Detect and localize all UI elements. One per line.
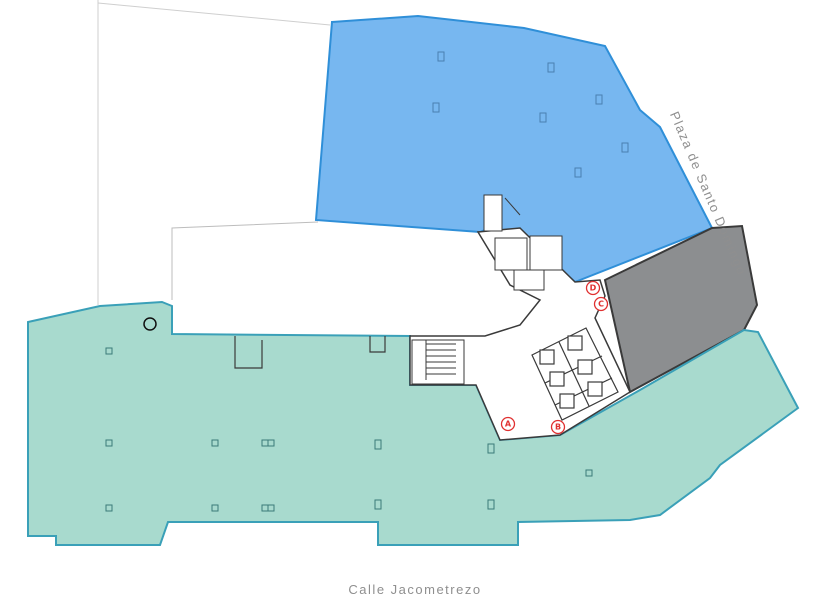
marker-d-label: D [590,284,597,293]
marker-a-label: A [505,420,512,429]
marker-b-label: B [555,423,561,432]
zone-green[interactable] [27,300,800,546]
courtyard-outline [171,221,319,300]
site-boundary-top [97,2,331,26]
columns-blue [432,51,629,178]
marker-c-label: C [598,300,604,309]
marker-a[interactable]: A [500,416,516,432]
columns-green [105,347,593,512]
marker-b[interactable]: B [550,419,566,435]
ring-marker [143,317,157,331]
marker-c[interactable]: C [593,296,609,312]
street-label-bottom: Calle Jacometrezo [348,582,482,597]
stairs [411,339,465,385]
elevator-grid [531,327,619,421]
restrooms [483,194,563,291]
wall-recesses [234,336,386,369]
marker-d[interactable]: D [585,280,601,296]
